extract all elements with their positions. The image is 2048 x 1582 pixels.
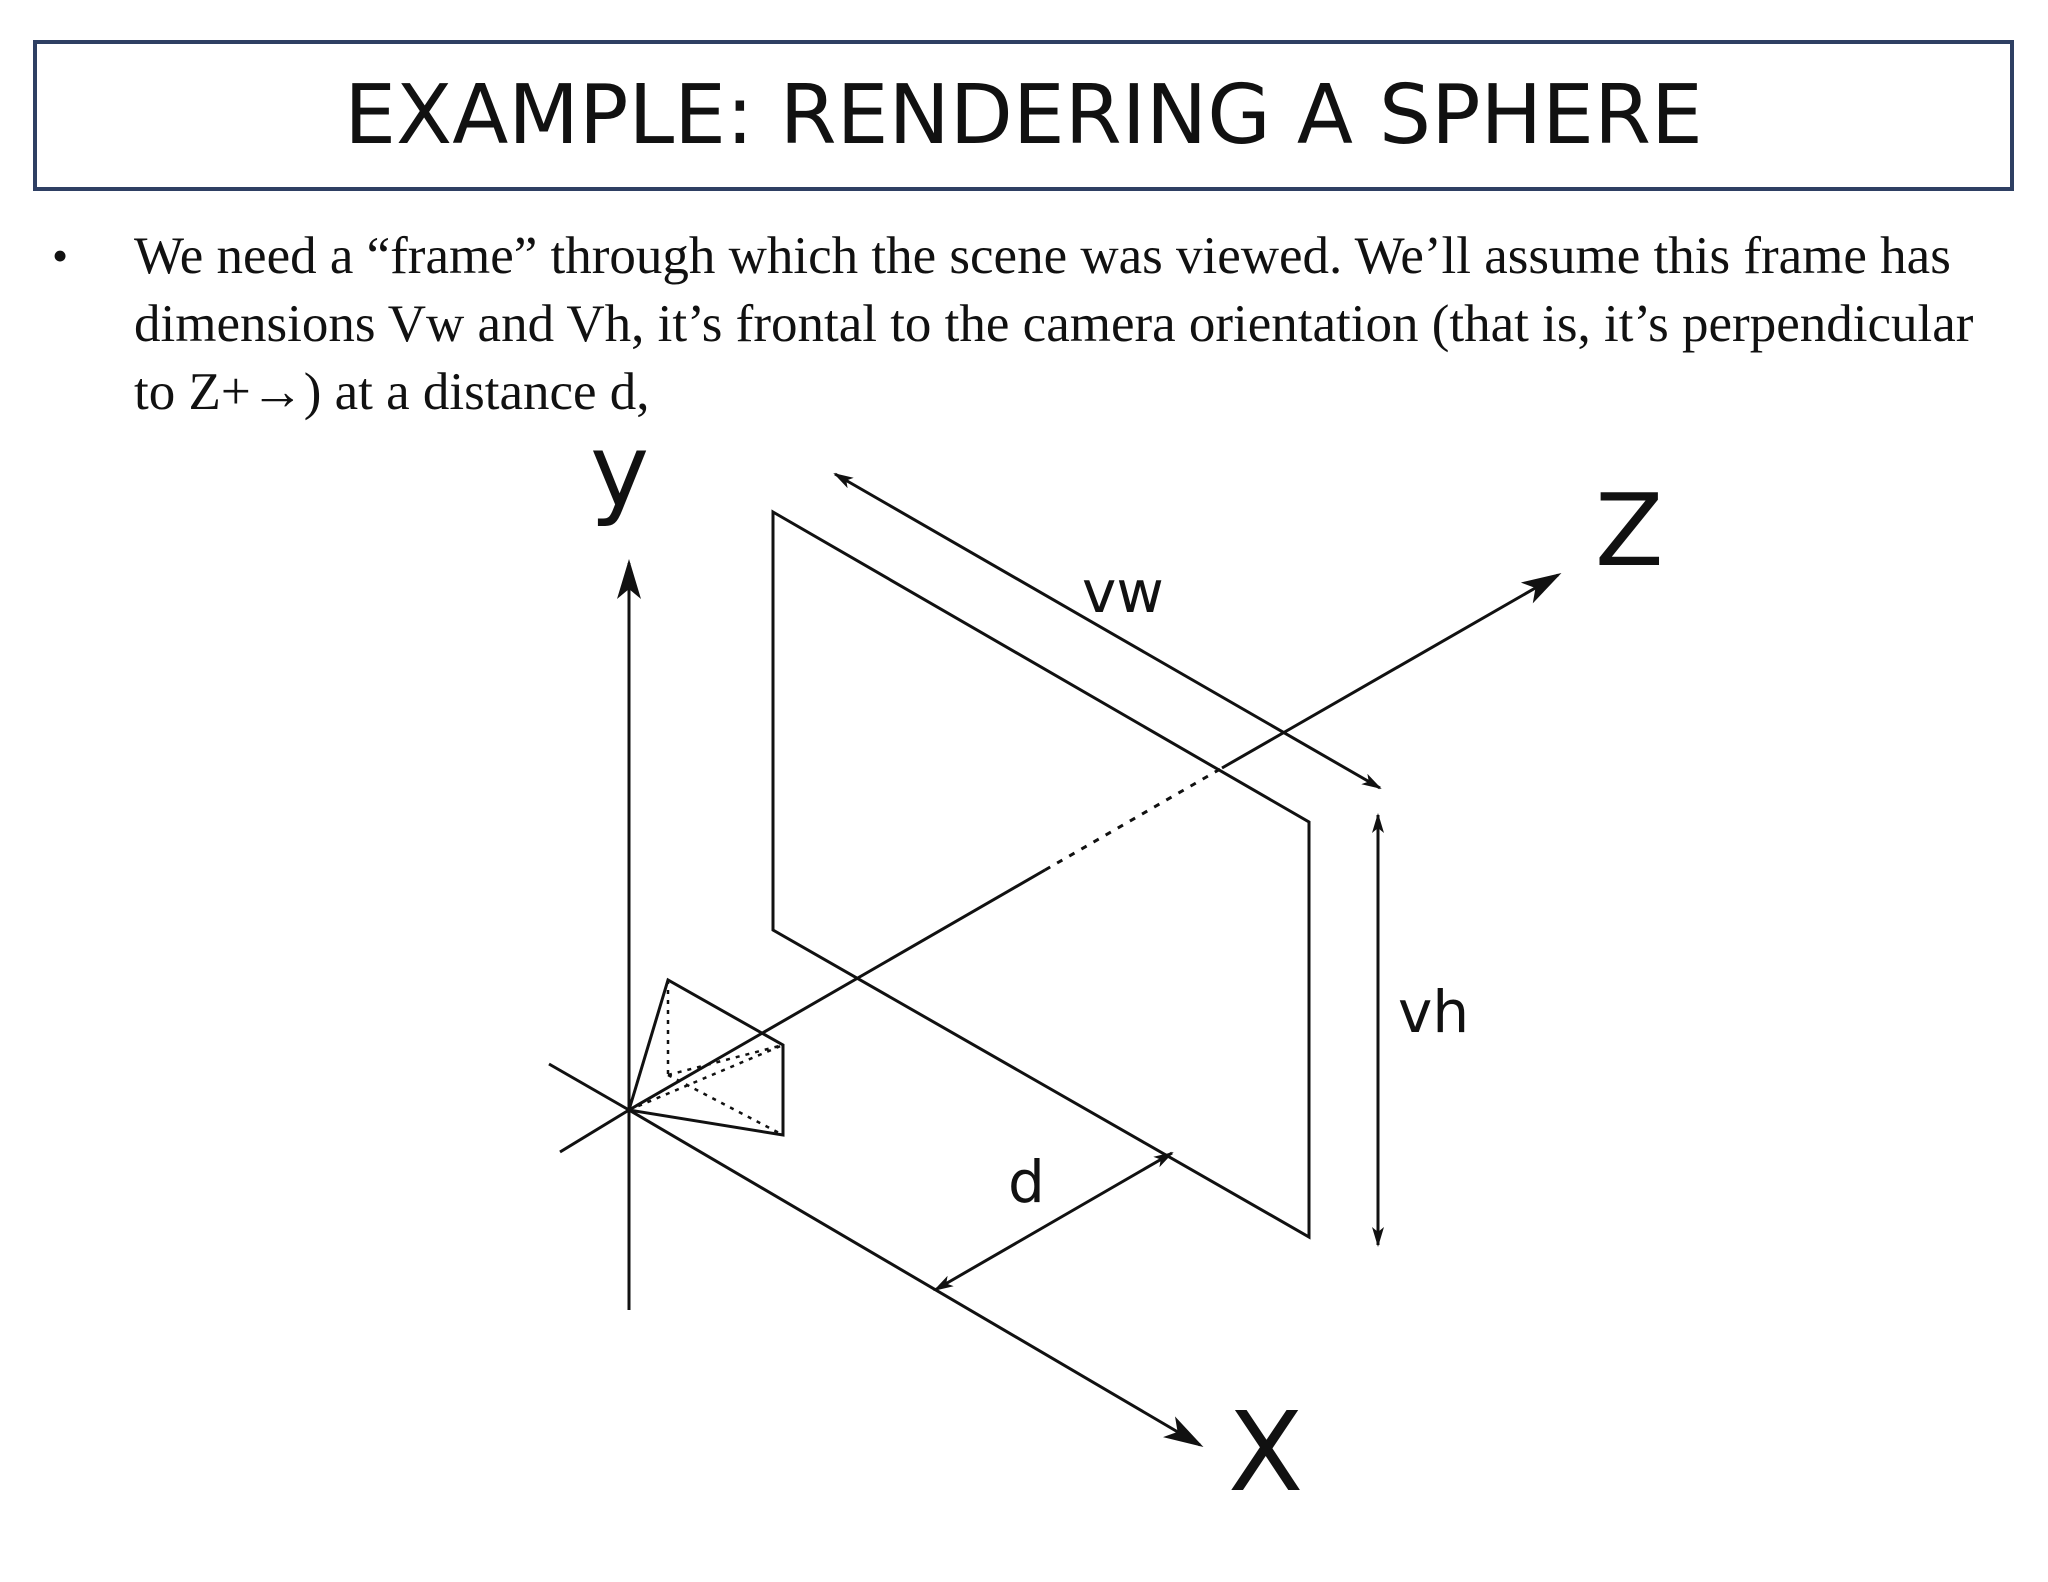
slide-title-box: EXAMPLE: RENDERING A SPHERE [33,40,2014,191]
d-label: d [1008,1148,1045,1216]
vw-label: vw [1082,558,1164,626]
slide-title: EXAMPLE: RENDERING A SPHERE [344,68,1703,163]
d-dimension-arrow [933,1151,1174,1292]
vw-dimension-arrow [833,472,1382,790]
camera-hidden-edge-4 [667,1043,784,1077]
z-axis-back-extension [559,1108,630,1154]
z-axis-line-far [1221,573,1562,770]
z-axis-line-hidden [1044,766,1223,872]
x-axis-label: X [1228,1388,1303,1516]
z-axis-line-near [628,868,1046,1112]
viewport-frame [771,509,1311,1240]
x-axis-line [628,1108,1204,1448]
camera-hidden-edge-3 [667,1073,784,1137]
x-axis-back-extension [548,1062,630,1112]
vh-label: vh [1398,978,1469,1046]
z-axis-label: Z [1595,472,1664,589]
camera-hidden-edge-1 [628,1043,784,1112]
camera-pyramid [627,977,785,1137]
bullet-item: • We need a “frame” through which the sc… [52,222,1982,426]
bullet-dot-icon: • [52,230,69,281]
y-axis-label: y [590,412,649,529]
bullet-text: We need a “frame” through which the scen… [134,227,1974,421]
